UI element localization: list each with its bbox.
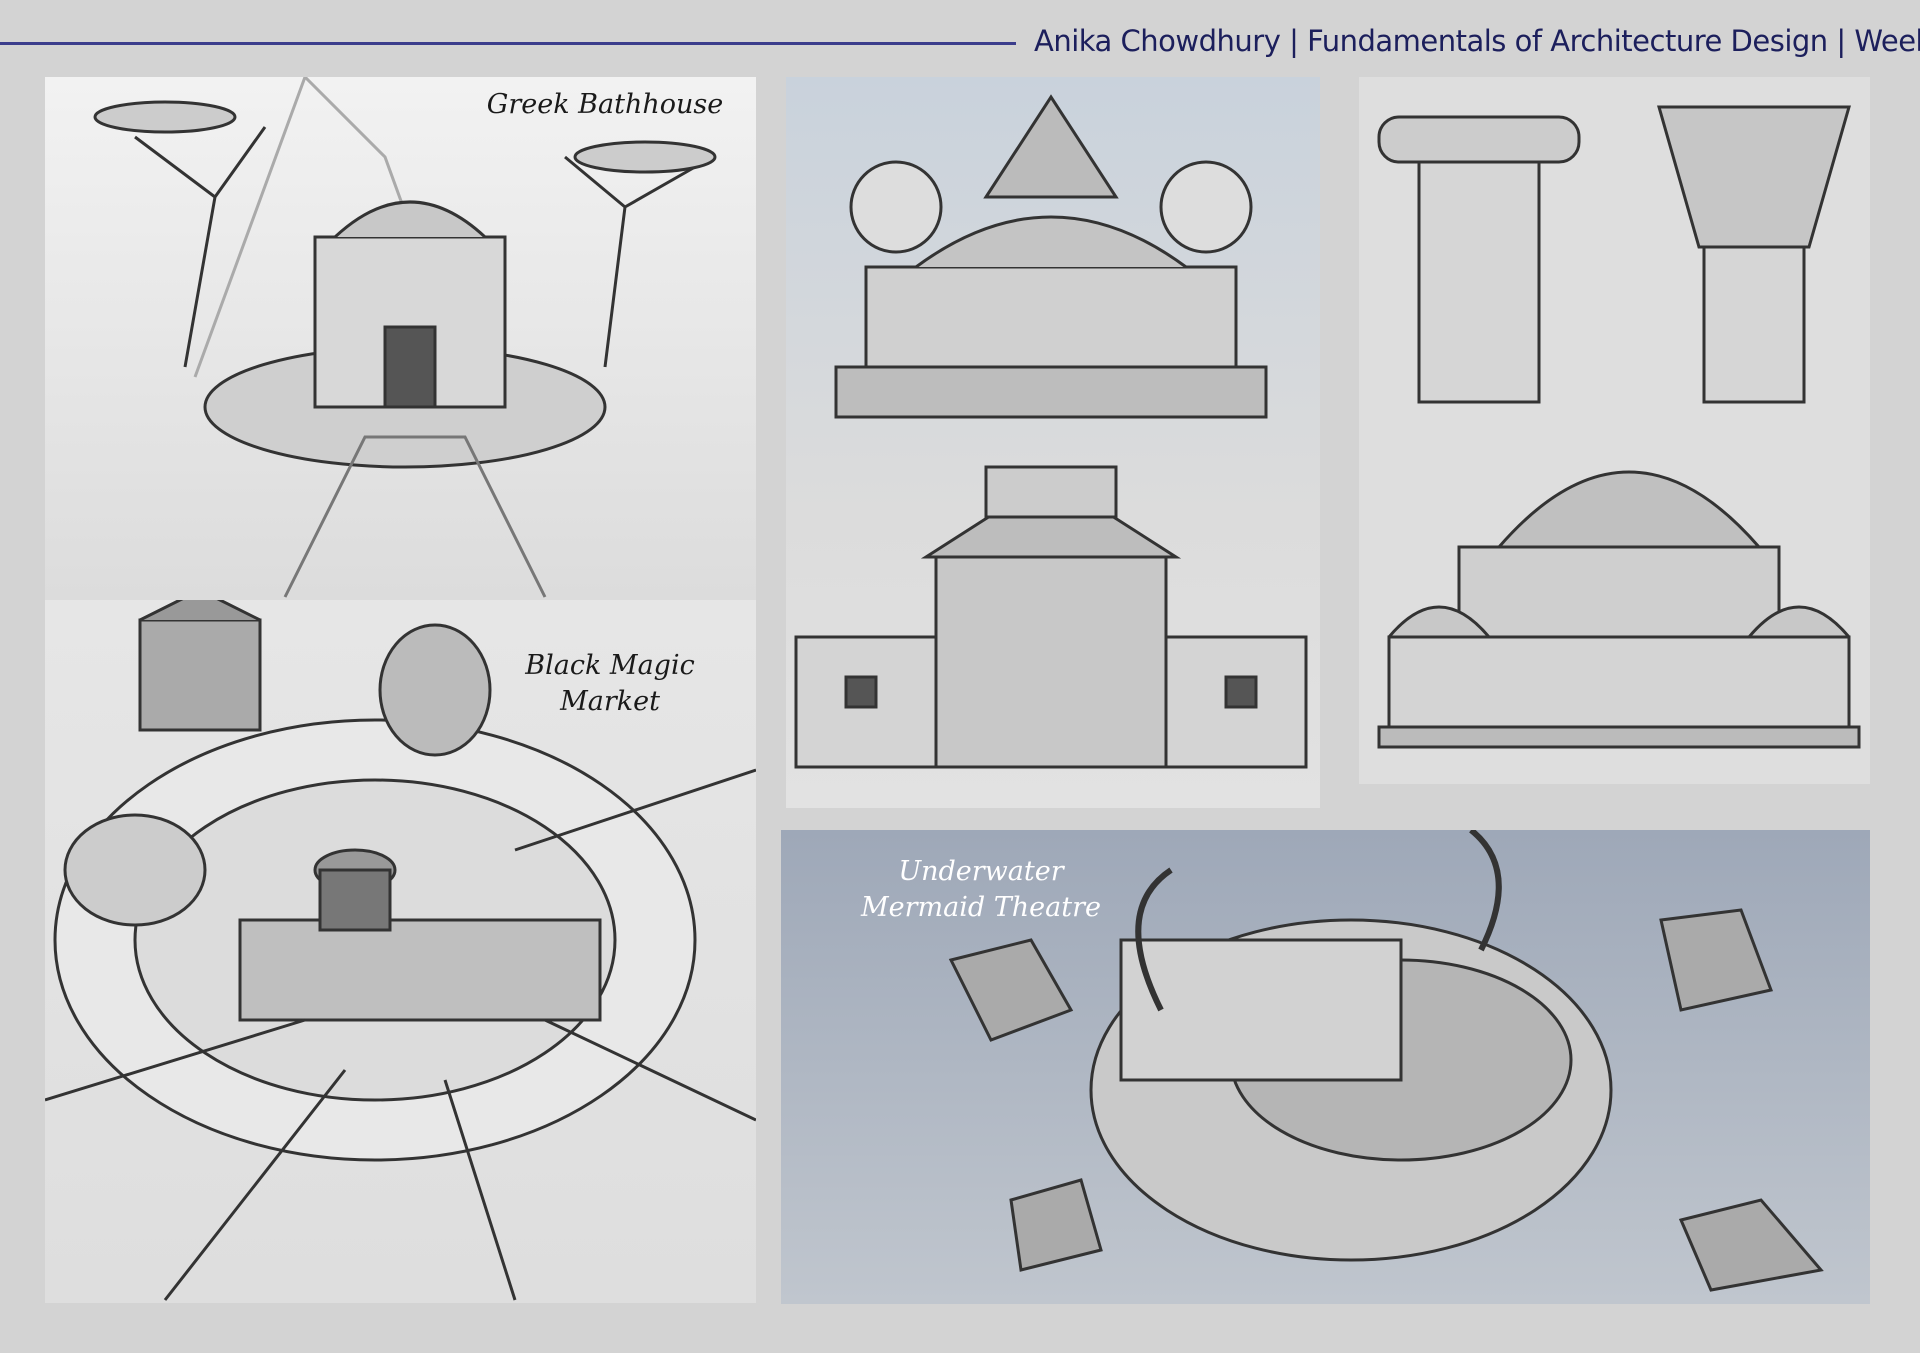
sketch-palaces xyxy=(786,77,1320,808)
market-drawing xyxy=(45,600,756,1301)
label-line: Market xyxy=(560,686,660,717)
bathhouse-drawing xyxy=(93,77,717,598)
sketch-label: Greek Bathhouse xyxy=(486,89,724,120)
page-title: Anika Chowdhury | Fundamentals of Archit… xyxy=(1034,24,1920,58)
header-rule xyxy=(0,42,1016,45)
label-line: Mermaid Theatre xyxy=(861,892,1101,923)
label-line: Black Magic xyxy=(525,650,695,681)
sketch-greek-bathhouse: Greek Bathhouse xyxy=(45,77,756,601)
palaces-drawing xyxy=(794,94,1308,769)
theatre-drawing xyxy=(948,830,1824,1292)
sketch-columns-dome xyxy=(1359,77,1870,784)
columns-dome-drawing xyxy=(1377,105,1861,749)
label-line: Underwater xyxy=(898,856,1064,887)
